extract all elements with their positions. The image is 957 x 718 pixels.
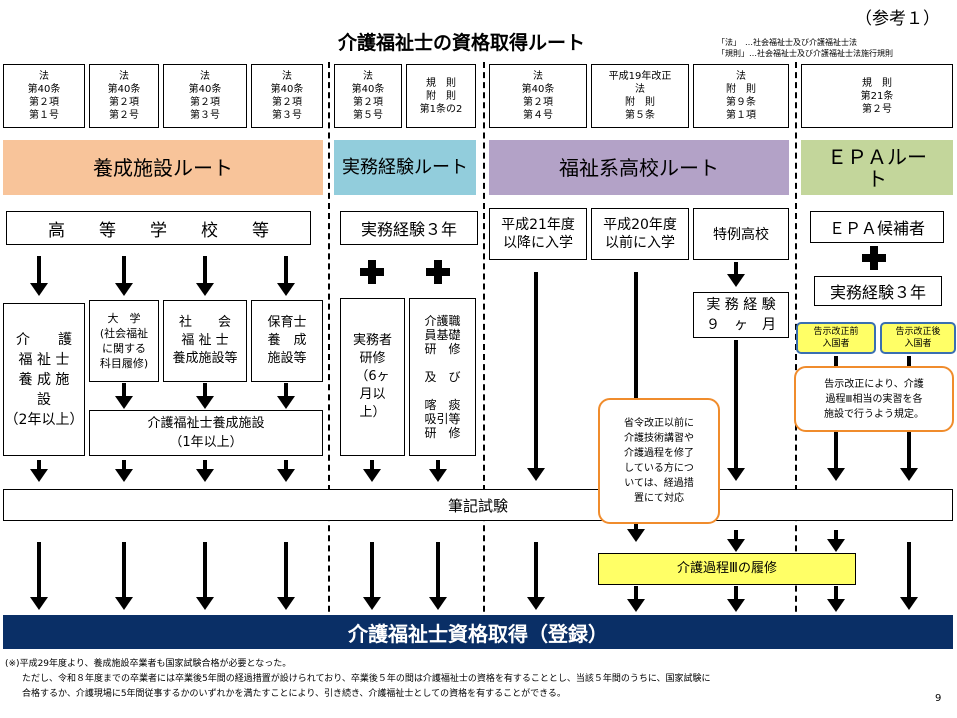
footnote-line-2: ただし、令和８年度までの卒業者には卒業後5年間の経過措置が設けられており、卒業後… bbox=[22, 674, 711, 684]
route-welfare-high-school: 福祉系高校ルート bbox=[489, 140, 789, 195]
law-ref-9: 法 附 則 第９条 第１項 bbox=[693, 64, 789, 128]
arrow-hs-4 bbox=[277, 256, 295, 296]
footnote-line-3: 合格するか、介護現場に5年間従事するかのいずれかを満たすことにより、引き続き、介… bbox=[22, 689, 566, 699]
arrow-final-1 bbox=[30, 542, 48, 610]
arrow-final-2 bbox=[115, 542, 133, 610]
arrow-nursery bbox=[277, 383, 295, 409]
arrow-final-5 bbox=[363, 542, 381, 610]
law-ref-8: 平成19年改正 法 附 則 第５条 bbox=[591, 64, 689, 128]
arrow-final-7 bbox=[527, 542, 545, 610]
plus-icon-3 bbox=[862, 246, 886, 270]
law-ref-2: 法 第40条 第２項 第２号 bbox=[89, 64, 159, 128]
law-ref-3: 法 第40条 第２項 第３号 bbox=[163, 64, 247, 128]
arrow-final-6 bbox=[429, 542, 447, 610]
final-qualification-bar: 介護福祉士資格取得（登録） bbox=[3, 615, 953, 649]
ministerial-callout: 省令改正以前に 介護技術講習や 介護過程を修了 している方につ いては、経過措 … bbox=[598, 398, 720, 524]
arrow-after-h21 bbox=[527, 272, 545, 481]
course3-box: 介護過程Ⅲの履修 bbox=[598, 553, 856, 585]
arrow-course3-2 bbox=[827, 530, 845, 552]
work-9m-box: 実 務 経 験 ９ ヶ 月 bbox=[693, 292, 789, 338]
arrow-final-9 bbox=[727, 586, 745, 612]
law-ref-4: 法 第40条 第２項 第３号 bbox=[251, 64, 323, 128]
special-high-school-box: 特例高校 bbox=[693, 208, 789, 260]
arrow-final-3 bbox=[196, 542, 214, 610]
work-experience-3y-box: 実務経験３年 bbox=[340, 211, 478, 245]
epa-candidate-box: ＥＰＡ候補者 bbox=[810, 211, 944, 243]
footnote-line-1: (※)平成29年度より、養成施設卒業者も国家試験合格が必要となった。 bbox=[5, 659, 292, 669]
basic-training-box: 介護職 員基礎 研 修 及 び 喀 痰 吸引等 研 修 bbox=[409, 298, 476, 456]
plus-icon-1 bbox=[360, 260, 384, 284]
notice-after-box: 告示改正後 入国者 bbox=[880, 322, 956, 354]
arrow-course3-1 bbox=[727, 530, 745, 552]
hs-after-h21-box: 平成21年度 以降に入学 bbox=[489, 208, 587, 260]
law-ref-6: 規 則 附 則 第1条の2 bbox=[406, 64, 476, 128]
arrow-exam-1 bbox=[30, 460, 48, 482]
route-training: 養成施設ルート bbox=[3, 140, 323, 195]
page-number: 9 bbox=[935, 693, 942, 704]
law-ref-7: 法 第40条 第２項 第４号 bbox=[489, 64, 587, 128]
arrow-exam-5 bbox=[363, 460, 381, 482]
university-box: 大 学 (社会福祉 に関する 科目履修) bbox=[89, 300, 159, 382]
legend-rules: 「規則」…社会福祉士及び介護福祉士法施行規則 bbox=[717, 49, 893, 58]
care-facility-1y-box: 介護福祉士養成施設 （1年以上） bbox=[89, 410, 323, 456]
practitioner-training-box: 実務者 研修 （6ヶ 月以 上） bbox=[340, 298, 405, 456]
care-facility-2y-box: 介 護 福 祉 士 養 成 施 設 （2年以上） bbox=[3, 303, 85, 456]
arrow-hs-1 bbox=[30, 256, 48, 296]
arrow-exam-2 bbox=[115, 460, 133, 482]
arrow-final-11 bbox=[900, 542, 918, 610]
law-ref-1: 法 第40条 第２項 第１号 bbox=[3, 64, 85, 128]
plus-icon-2 bbox=[426, 260, 450, 284]
epa-notice-callout: 告示改正により、介護 過程Ⅲ相当の実習を各 施設で行うよう規定。 bbox=[794, 366, 954, 432]
epa-work-3y-box: 実務経験３年 bbox=[814, 276, 942, 306]
arrow-univ bbox=[115, 383, 133, 409]
social-welfare-facility-box: 社 会 福 祉 士 養成施設等 bbox=[163, 300, 247, 382]
divider-1 bbox=[328, 62, 330, 642]
law-ref-5: 法 第40条 第２項 第５号 bbox=[334, 64, 402, 128]
arrow-exam-3 bbox=[196, 460, 214, 482]
nursery-facility-box: 保育士 養 成 施設等 bbox=[251, 300, 323, 382]
law-ref-10: 規 則 第21条 第２号 bbox=[801, 64, 953, 128]
legend-law: 「法」 …社会福祉士及び介護福祉士法 bbox=[717, 38, 857, 47]
arrow-final-8 bbox=[627, 586, 645, 612]
arrow-hs-3 bbox=[196, 256, 214, 296]
arrow-hs-2 bbox=[115, 256, 133, 296]
page-title: 介護福祉士の資格取得ルート bbox=[338, 32, 586, 54]
route-experience: 実務経験ルート bbox=[334, 140, 476, 195]
arrow-special-hs bbox=[727, 262, 745, 287]
arrow-exam-6 bbox=[429, 460, 447, 482]
arrow-work-9m bbox=[727, 340, 745, 481]
divider-2 bbox=[483, 62, 485, 642]
high-school-box: 高 等 学 校 等 bbox=[6, 211, 311, 245]
notice-before-box: 告示改正前 入国者 bbox=[796, 322, 876, 354]
hs-before-h20-box: 平成20年度 以前に入学 bbox=[591, 208, 689, 260]
arrow-final-4 bbox=[277, 542, 295, 610]
arrow-social bbox=[196, 383, 214, 409]
route-epa: ＥＰＡルー ト bbox=[801, 140, 953, 195]
reference-label: （参考１） bbox=[855, 9, 940, 29]
written-exam-bar: 筆記試験 bbox=[3, 489, 953, 521]
arrow-exam-4 bbox=[277, 460, 295, 482]
arrow-final-10 bbox=[827, 586, 845, 612]
